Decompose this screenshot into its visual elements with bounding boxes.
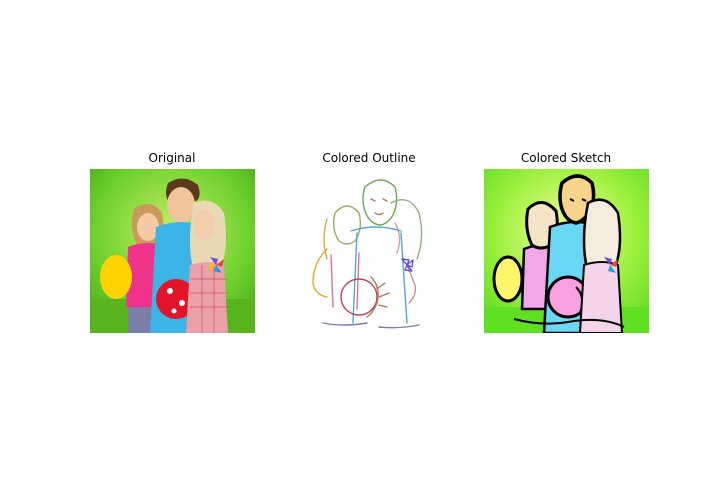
panel-title-colored-sketch: Colored Sketch [520,151,612,165]
colored-outline-image [287,169,452,333]
panel-title-original: Original [148,151,196,165]
colored-sketch-image [484,169,649,333]
original-image [90,169,255,333]
panel-title-colored-outline: Colored Outline [322,151,416,165]
